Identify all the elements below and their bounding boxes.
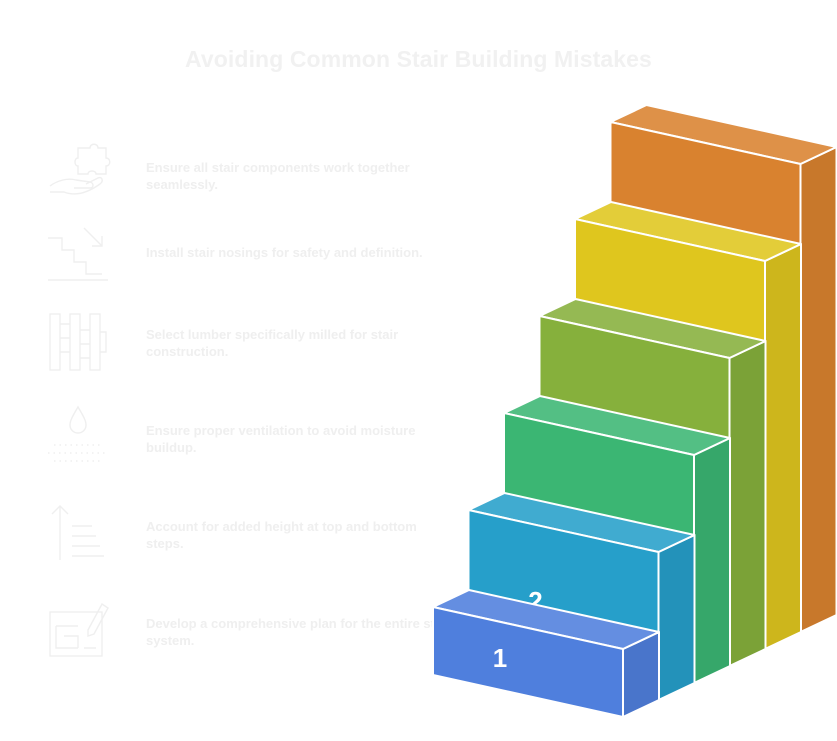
step-5-side [764,243,802,650]
step-1-front [432,606,624,718]
item-text-6: Develop a comprehensive plan for the ent… [146,616,451,648]
step-label-1: 1 [493,643,507,673]
item-text-4: Ensure proper ventilation to avoid moist… [146,423,416,455]
puzzle-hand-icon [44,140,112,200]
step-4-side [728,340,767,667]
height-arrow-icon [44,502,112,562]
item-text-3: Select lumber specifically milled for st… [146,327,399,359]
moisture-drop-icon [44,405,112,465]
step-3-side [693,437,731,684]
item-text-1: Ensure all stair components work togethe… [146,160,410,192]
step-6-side [799,146,837,633]
plan-pencil-icon [44,600,112,660]
lumber-icon [44,312,112,372]
step-2-side [657,534,696,701]
stairs-arrow-icon [44,222,112,282]
item-text-5: Account for added height at top and bott… [146,519,417,551]
page-title: Avoiding Common Stair Building Mistakes [185,46,652,72]
item-text-2: Install stair nosings for safety and def… [146,245,423,260]
